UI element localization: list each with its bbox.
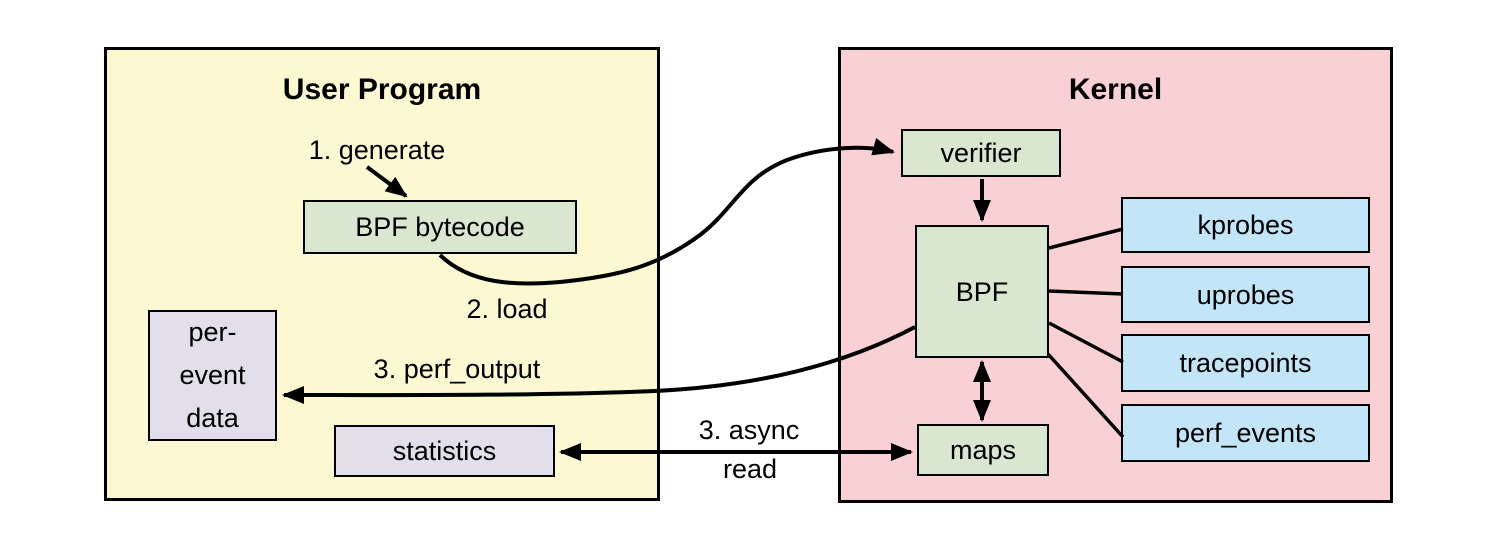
per-event-data-label-line1: per- <box>188 317 237 347</box>
maps-label: maps <box>949 435 1017 465</box>
bpf-bytecode-label: BPF bytecode <box>355 212 525 242</box>
user-program-title: User Program <box>282 73 482 106</box>
uprobes-label: uprobes <box>1196 279 1295 310</box>
statistics-label: statistics <box>392 436 497 466</box>
bpf-label: BPF <box>955 276 1009 307</box>
kprobes-label: kprobes <box>1197 210 1294 240</box>
per-event-data-label-line2: event <box>179 360 246 390</box>
tracepoints-label: tracepoints <box>1179 348 1312 378</box>
per-event-data-label-line3: data <box>186 403 239 433</box>
generate-step-label: 1. generate <box>308 135 446 165</box>
perf-output-step-label: 3. perf_output <box>373 354 541 384</box>
kernel-title: Kernel <box>1068 73 1163 106</box>
verifier-label: verifier <box>940 138 1022 168</box>
tracepoints-node: tracepoints <box>1121 334 1370 392</box>
maps-node: maps <box>917 424 1049 476</box>
async-read-step-label-line2: read <box>722 454 778 484</box>
bpf-bytecode-node: BPF bytecode <box>303 200 577 254</box>
statistics-node: statistics <box>334 425 555 477</box>
perf-events-node: perf_events <box>1121 404 1370 462</box>
bpf-node: BPF <box>915 225 1049 358</box>
per-event-data-node: per- event data <box>148 310 277 441</box>
async-read-step-label-line1: 3. async <box>698 415 800 445</box>
verifier-node: verifier <box>901 129 1061 177</box>
perf-events-label: perf_events <box>1174 418 1317 448</box>
kprobes-node: kprobes <box>1121 197 1370 253</box>
uprobes-node: uprobes <box>1121 266 1370 323</box>
load-step-label: 2. load <box>466 294 548 324</box>
